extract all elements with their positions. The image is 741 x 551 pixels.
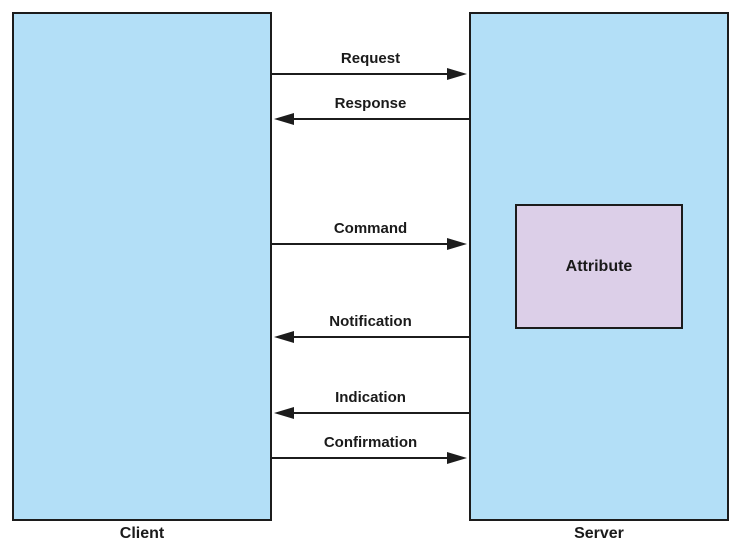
- client-label: Client: [119, 525, 165, 542]
- server-label: Server: [574, 525, 624, 542]
- attribute-label: Attribute: [565, 257, 633, 275]
- command-label: Command: [333, 220, 408, 237]
- attribute-box: Attribute: [515, 204, 683, 329]
- notification-arrow: [274, 331, 469, 343]
- request-arrow: [272, 68, 467, 80]
- command-arrow: [272, 238, 467, 250]
- client-box: [12, 12, 272, 521]
- request-label: Request: [340, 50, 401, 67]
- indication-arrow: [274, 407, 469, 419]
- indication-label: Indication: [335, 389, 406, 406]
- confirmation-arrow: [272, 452, 467, 464]
- response-arrow: [274, 113, 469, 125]
- response-label: Response: [334, 95, 407, 112]
- notification-label: Notification: [329, 313, 412, 330]
- confirmation-label: Confirmation: [323, 434, 418, 451]
